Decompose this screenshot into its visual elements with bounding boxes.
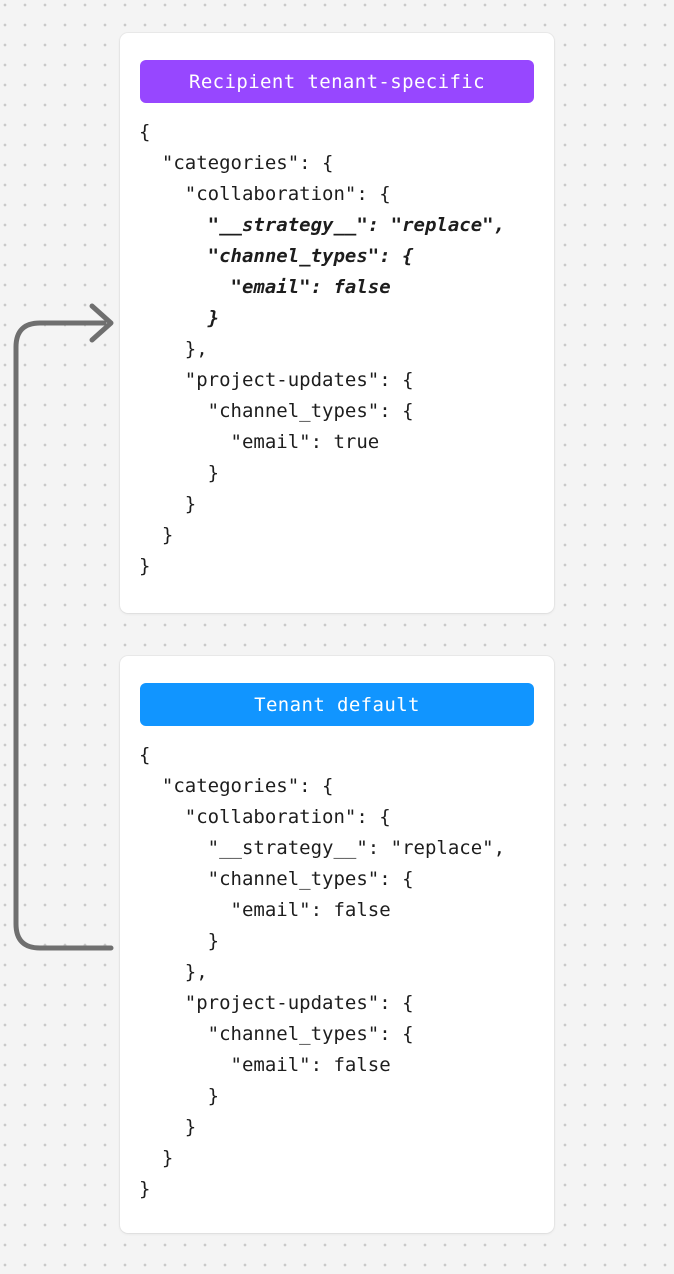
code-line: {: [139, 121, 151, 143]
code-line: "__strategy__": "replace",: [139, 214, 506, 236]
code-line: "__strategy__": "replace",: [139, 837, 506, 859]
code-line: "collaboration": {: [139, 806, 391, 828]
code-line: }: [139, 1147, 174, 1169]
code-line: }: [139, 1116, 197, 1138]
code-line: }: [139, 930, 220, 952]
code-line: }: [139, 524, 174, 546]
card-header-tenant-default: Tenant default: [140, 683, 534, 726]
code-line: "email": false: [139, 1054, 391, 1076]
code-line: }: [139, 307, 220, 329]
code-line: "email": false: [139, 276, 391, 298]
connector-line: [13, 320, 114, 951]
code-line: },: [139, 338, 208, 360]
json-code-tenant-default: { "categories": { "collaboration": { "__…: [139, 740, 542, 1205]
code-line: }: [139, 1085, 220, 1107]
json-code-recipient-tenant-specific: { "categories": { "collaboration": { "__…: [139, 117, 542, 582]
code-line: "project-updates": {: [139, 992, 414, 1014]
code-line: }: [139, 462, 220, 484]
code-line: "channel_types": {: [139, 1023, 414, 1045]
code-line: "email": true: [139, 431, 380, 453]
code-line: "channel_types": {: [139, 400, 414, 422]
code-line: "categories": {: [139, 775, 334, 797]
code-line: "collaboration": {: [139, 183, 391, 205]
card-tenant-default[interactable]: Tenant default { "categories": { "collab…: [120, 656, 554, 1233]
code-line: },: [139, 961, 208, 983]
code-line: }: [139, 1178, 151, 1200]
card-header-recipient-tenant-specific: Recipient tenant-specific: [140, 60, 534, 103]
arrowhead-right-icon: [89, 303, 114, 343]
code-line: }: [139, 493, 197, 515]
code-line: "project-updates": {: [139, 369, 414, 391]
code-line: "channel_types": {: [139, 868, 414, 890]
card-recipient-tenant-specific[interactable]: Recipient tenant-specific { "categories"…: [120, 33, 554, 613]
code-line: }: [139, 555, 151, 577]
code-line: "categories": {: [139, 152, 334, 174]
code-line: {: [139, 744, 151, 766]
code-line: "channel_types": {: [139, 245, 414, 267]
code-line: "email": false: [139, 899, 391, 921]
